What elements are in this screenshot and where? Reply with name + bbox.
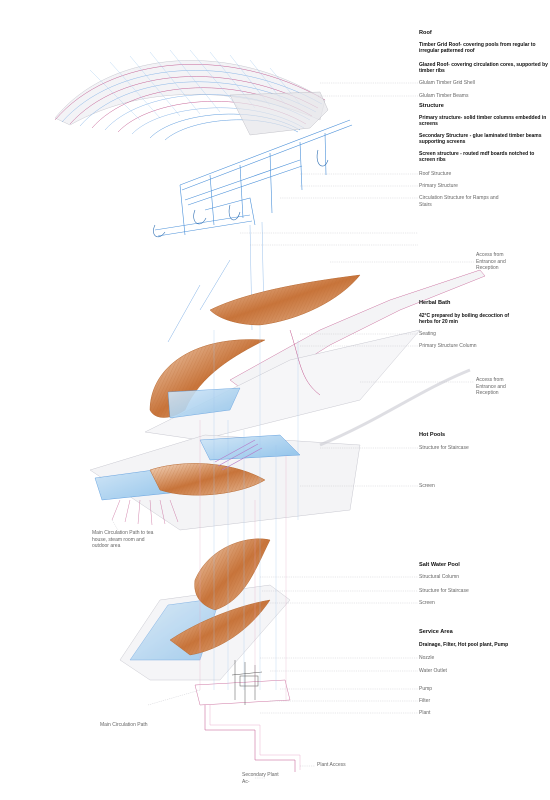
label-primary-structure-column: Primary Structure Column: [419, 343, 477, 349]
roof-layer: [54, 49, 329, 141]
label-staircase-structure-hot: Structure for Staircase: [419, 445, 469, 451]
label-water-outlet: Water Outlet: [419, 668, 447, 674]
salt-water-pool-heading: Salt Water Pool: [419, 562, 460, 568]
label-structural-column: Structural Column: [419, 574, 460, 580]
hot-pools-layer: [89, 368, 471, 531]
label-seating: Seating: [419, 331, 436, 337]
label-screen-salt: Screen: [419, 600, 435, 606]
roof-heading: Roof: [419, 30, 432, 36]
leader-lines: [111, 82, 474, 779]
label-plant: Plant: [419, 710, 431, 716]
structure-description-primary: Primary structure- solid timber columns …: [419, 115, 547, 128]
service-area-description: Drainage, Filter, Hot pool plant, Pump: [419, 642, 509, 648]
herbal-bath-heading: Herbal Bath: [419, 300, 451, 306]
label-glulam-beams: Glulam Timber Beams: [419, 93, 469, 99]
structure-layer: [153, 119, 353, 343]
label-pump: Pump: [419, 686, 433, 692]
label-circulation-structure: Circulation Structure for Ramps and Stai…: [419, 195, 499, 208]
structure-heading: Structure: [419, 103, 444, 109]
label-main-circulation-path-1: Main Circulation Path to tea house, stea…: [92, 530, 154, 549]
alignment-guides: [213, 325, 299, 690]
herbal-bath-description: 42°C prepared by boiling decoction of he…: [419, 313, 510, 326]
label-screen-hot: Screen: [419, 483, 435, 489]
label-secondary-plant-access: Secondary Plant Ac-: [242, 772, 279, 785]
service-area-heading: Service Area: [419, 629, 453, 635]
roof-description-timber-grid: Timber Grid Roof- covering pools from re…: [419, 42, 536, 55]
label-plant-access: Plant Access: [317, 762, 346, 768]
label-main-circulation-path-2: Main Circulation Path: [100, 722, 148, 728]
label-roof-structure: Roof Structure: [419, 171, 452, 177]
herbal-bath-layer: [144, 269, 486, 441]
roof-description-glazed: Glazed Roof- covering circulation cores,…: [419, 62, 548, 75]
hot-pools-heading: Hot Pools: [419, 432, 446, 438]
label-glulam-grid-shell: Glulam Timber Grid Shell: [419, 80, 475, 86]
salt-water-pool-layer: [119, 538, 291, 681]
label-access-entrance-2: Access from Entrance and Reception: [476, 377, 506, 396]
label-nozzle: Nozzle: [419, 655, 435, 661]
structure-description-secondary: Secondary Structure - glue laminated tim…: [419, 133, 542, 146]
label-filter: Filter: [419, 698, 431, 704]
structure-description-screen: Screen structure - routed mdf boards not…: [419, 151, 535, 164]
alignment-guides-pink: [199, 420, 287, 700]
label-staircase-structure-salt: Structure for Staircase: [419, 588, 469, 594]
label-primary-structure: Primary Structure: [419, 183, 458, 189]
label-access-entrance-1: Access from Entrance and Reception: [476, 252, 506, 271]
